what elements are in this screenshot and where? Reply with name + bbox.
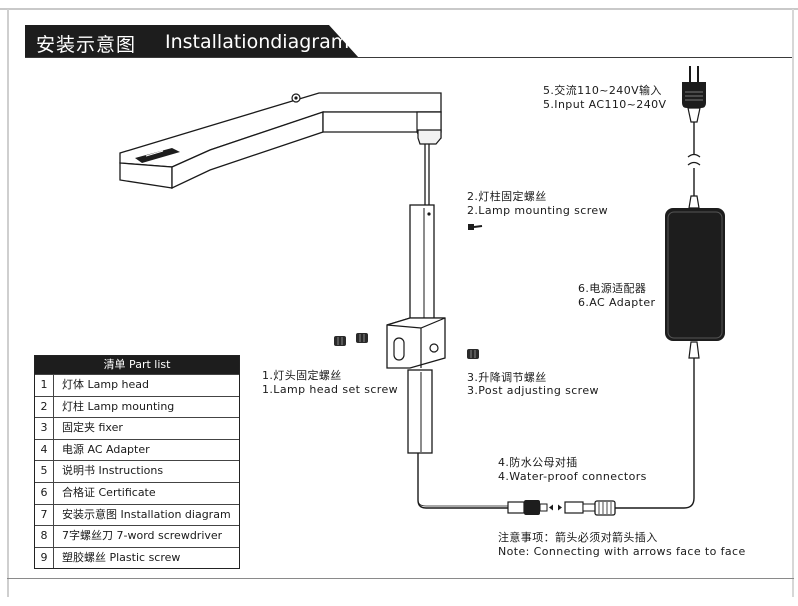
part-description: 灯柱 Lamp mounting	[62, 399, 175, 413]
lamp-mounting-screw-icon	[468, 224, 483, 230]
part-number: 7	[35, 504, 54, 526]
mount-screw-label-zh: 2.灯柱固定螺丝	[467, 190, 547, 203]
title-banner	[25, 25, 359, 58]
table-row: 4 电源 AC Adapter	[35, 438, 239, 461]
ac-plug-icon	[682, 66, 706, 123]
part-number: 9	[35, 547, 54, 569]
input-label-zh: 5.交流110~240V输入	[543, 84, 662, 97]
adapter-label-zh: 6.电源适配器	[578, 282, 647, 295]
connectors-label-zh: 4.防水公母对插	[498, 456, 578, 469]
input-label-en: 5.Input AC110~240V	[543, 98, 667, 111]
input-cable	[687, 122, 701, 196]
part-number: 6	[35, 482, 54, 504]
table-row: 8 7字螺丝刀 7-word screwdriver	[35, 525, 239, 547]
ac-adapter	[665, 195, 725, 341]
part-number: 2	[35, 396, 54, 418]
post-screw-label-zh: 3.升降调节螺丝	[467, 371, 547, 384]
part-number: 3	[35, 418, 54, 439]
parts-list-header: 清单 Part list	[35, 356, 239, 374]
part-description: 灯体 Lamp head	[62, 378, 150, 391]
adapter-label-en: 6.AC Adapter	[578, 296, 656, 309]
part-number: 1	[35, 375, 54, 396]
post-screw-label-en: 3.Post adjusting screw	[467, 384, 599, 397]
lamp-cable	[417, 453, 508, 509]
part-description: 固定夹 fixer	[62, 421, 123, 435]
note-en: Note: Connecting with arrows face to fac…	[498, 545, 746, 558]
lamp-head-set-screw-icon	[334, 333, 368, 346]
title-underline	[25, 57, 792, 58]
table-row: 5 说明书 Instructions	[35, 460, 239, 482]
frame-right-border	[792, 9, 794, 597]
table-row: 2 灯柱 Lamp mounting	[35, 395, 239, 418]
title-chinese: 安装示意图	[36, 34, 137, 56]
part-description: 7字螺丝刀 7-word screwdriver	[62, 529, 223, 543]
frame-left-border	[7, 9, 9, 597]
frame-top-border	[0, 8, 798, 10]
lamp-post	[407, 144, 435, 454]
screw-icons	[334, 224, 483, 359]
post-adjusting-screw-icon	[467, 349, 479, 359]
part-description: 合格证 Certificate	[62, 485, 156, 499]
table-row: 1 灯体 Lamp head	[35, 374, 239, 396]
table-row: 7 安装示意图 Installation diagram	[35, 503, 239, 526]
parts-list-rows: 1 灯体 Lamp head 2 灯柱 Lamp mounting 3 固定夹 fixer…	[35, 374, 239, 569]
table-row: 9 塑胶螺丝 Plastic screw	[35, 546, 239, 569]
fixer-clamp	[386, 317, 446, 369]
title-english: Installationdiagram	[165, 31, 350, 53]
head-screw-label-zh: 1.灯头固定螺丝	[262, 369, 342, 382]
table-row: 3 固定夹 fixer	[35, 417, 239, 439]
table-row: 6 合格证 Certificate	[35, 481, 239, 504]
lamp-head	[119, 92, 442, 190]
connectors-label-en: 4.Water-proof connectors	[498, 470, 647, 483]
part-description: 安装示意图 Installation diagram	[62, 507, 231, 521]
part-number: 5	[35, 461, 54, 482]
adapter-output-cable	[615, 358, 695, 509]
head-screw-label-en: 1.Lamp head set screw	[262, 383, 399, 396]
part-number: 4	[35, 439, 54, 461]
frame-bottom-border	[7, 578, 794, 579]
parts-list-table: 清单 Part list 1 灯体 Lamp head 2 灯柱 Lamp mount…	[34, 355, 240, 570]
part-number: 8	[35, 526, 54, 547]
part-description: 电源 AC Adapter	[62, 442, 150, 456]
mount-screw-label-en: 2.Lamp mounting screw	[467, 204, 608, 217]
part-description: 说明书 Instructions	[62, 464, 164, 478]
part-description: 塑胶螺丝 Plastic screw	[62, 550, 181, 564]
waterproof-connectors	[507, 500, 616, 516]
note-zh: 注意事项：箭头必须对箭头插入	[498, 531, 658, 544]
